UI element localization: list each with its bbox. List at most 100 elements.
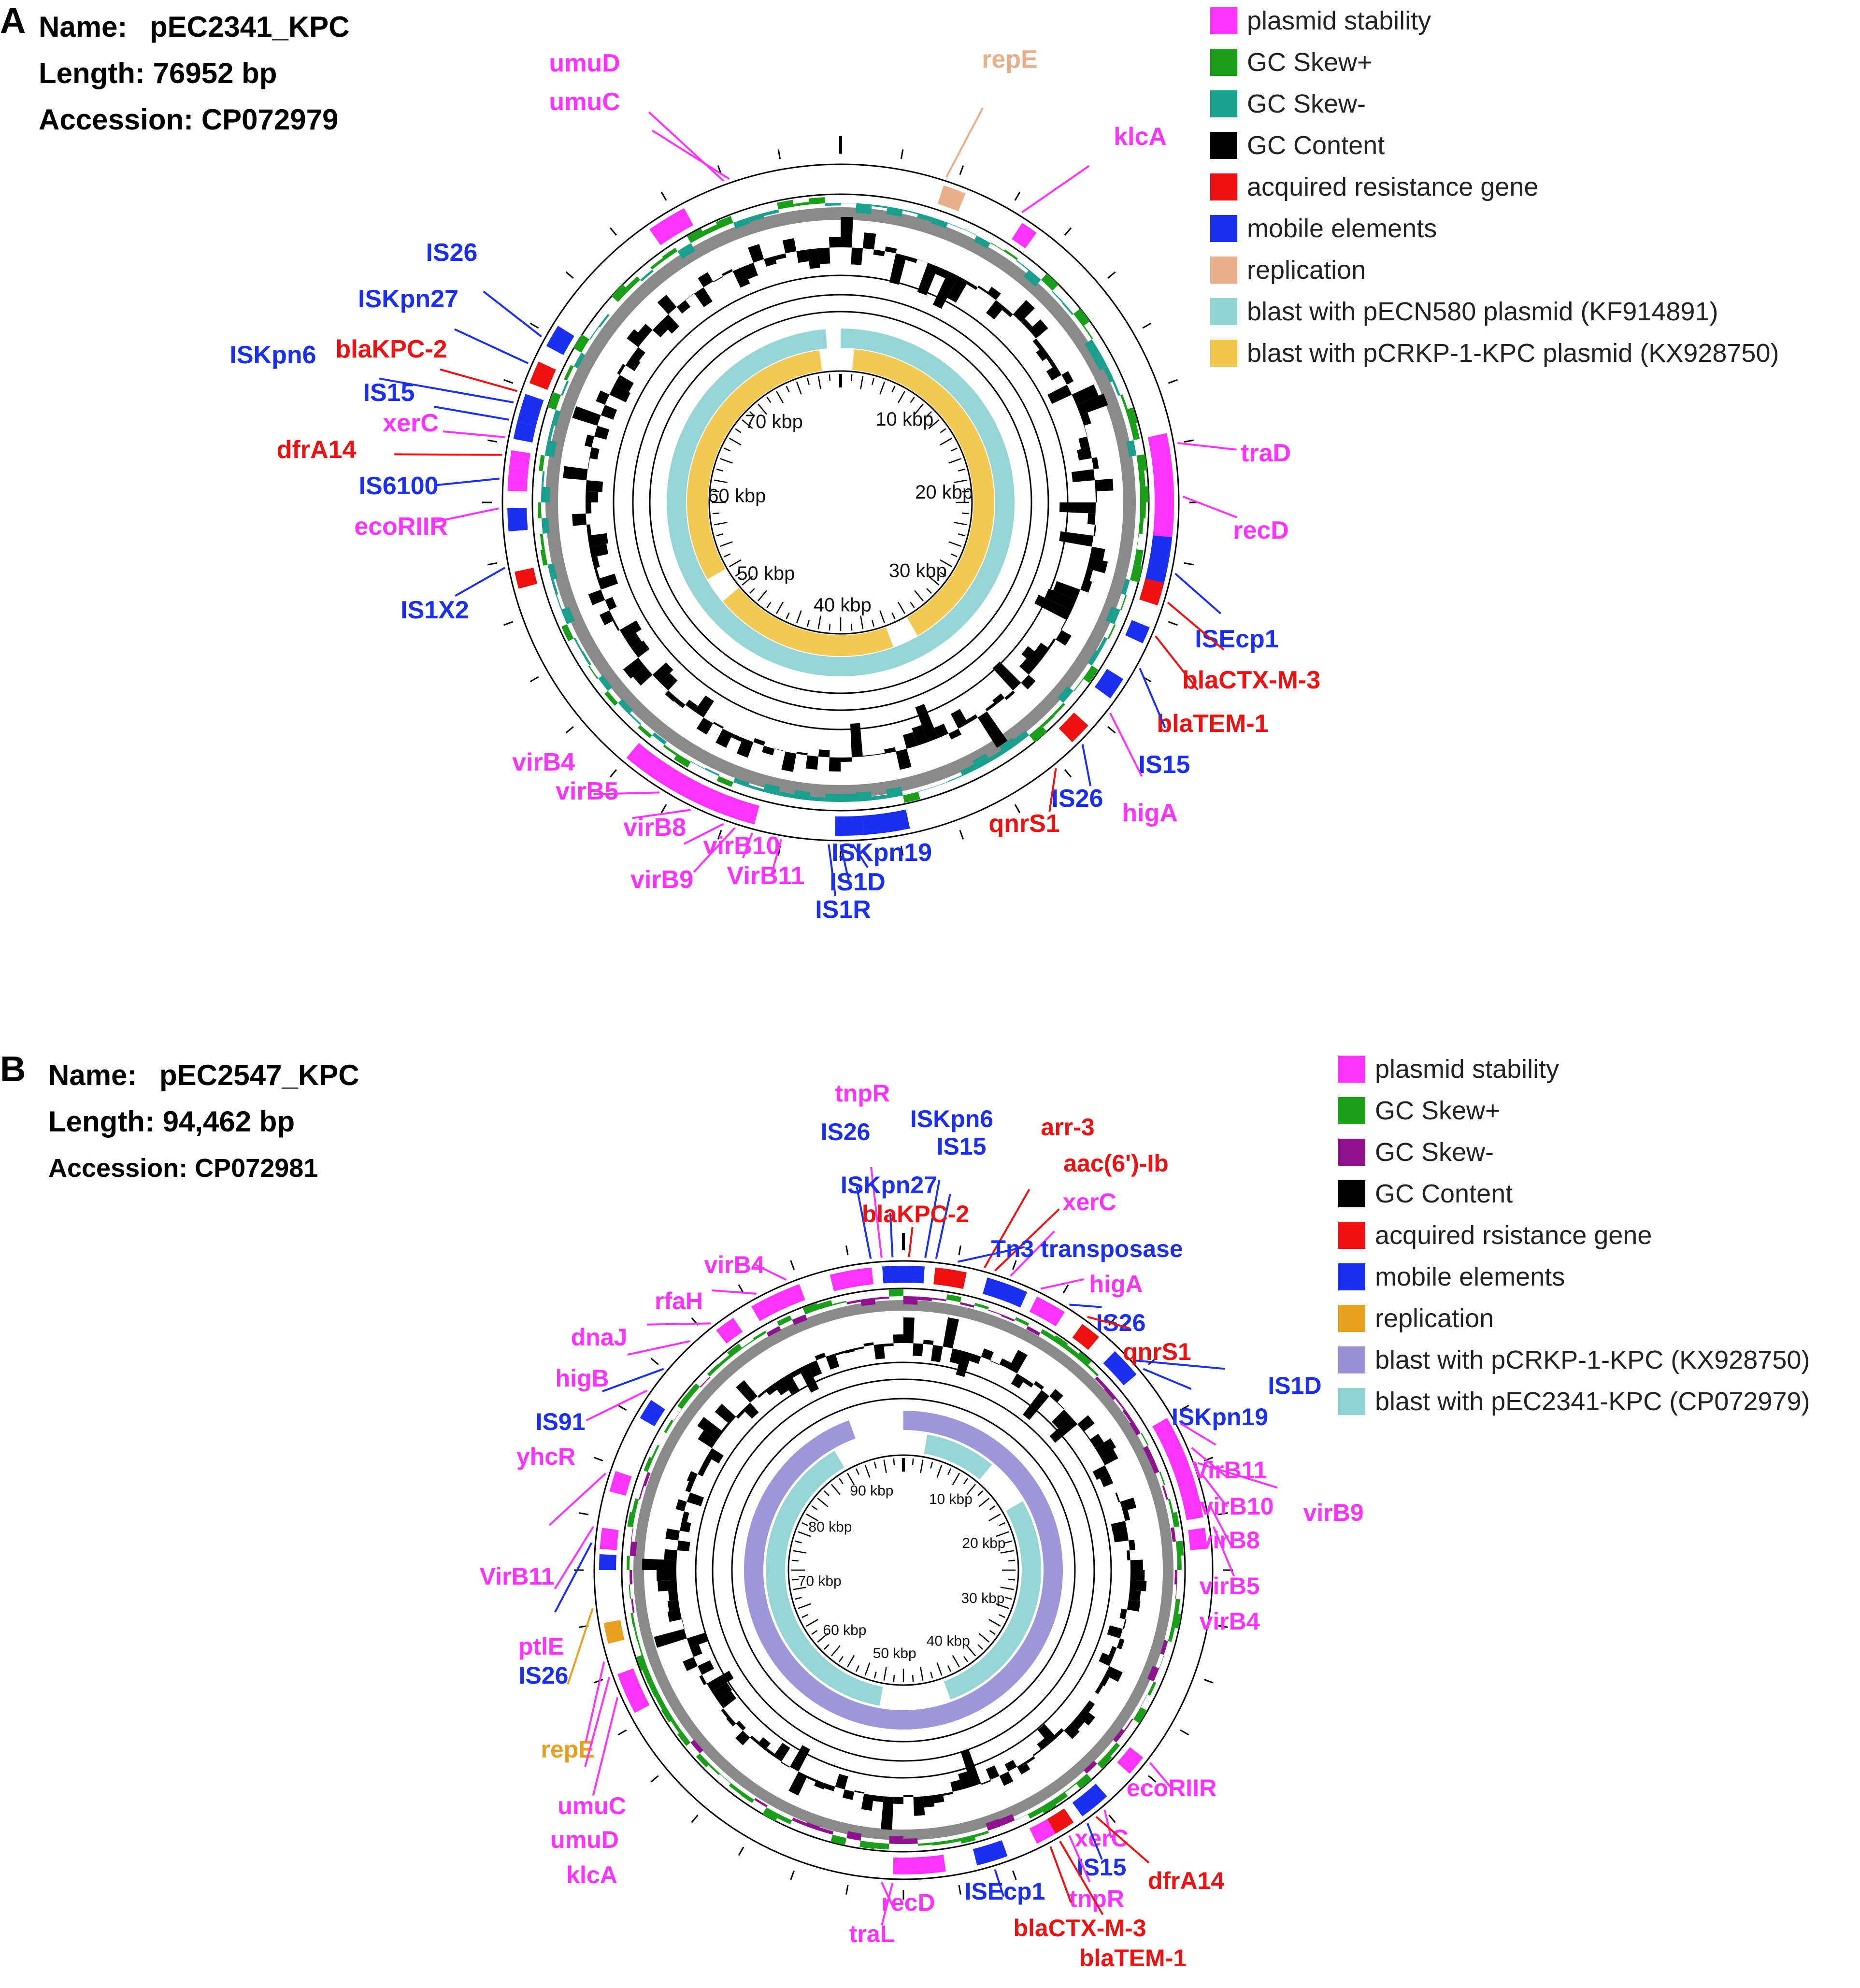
inner-tick — [719, 541, 733, 547]
outer-tick — [717, 830, 722, 840]
gene-label: tnpR — [835, 1080, 890, 1107]
gc-content-bar — [586, 480, 603, 492]
gene-label: ecoRIIR — [354, 513, 448, 541]
gc-skew-bar — [573, 637, 583, 652]
gc-content-bar — [1047, 638, 1056, 649]
track-ring — [731, 1398, 1076, 1743]
gc-content-bar — [687, 1632, 708, 1648]
kbp-label: 80 kbp — [808, 1519, 852, 1535]
gc-skew-bar — [1168, 1499, 1173, 1514]
inner-tick — [961, 490, 969, 493]
gc-skew-bar — [802, 1303, 819, 1315]
gc-skew-bar — [841, 793, 857, 802]
gene-label: IS15 — [363, 379, 415, 407]
gc-content-bar — [1119, 1608, 1127, 1619]
gene-label: blaTEM-1 — [1157, 710, 1268, 738]
kbp-label: 90 kbp — [850, 1483, 893, 1499]
outer-tick — [609, 227, 617, 236]
gc-skew-bar — [902, 209, 918, 215]
inner-tick — [952, 1473, 960, 1485]
gc-content-bar — [1021, 646, 1043, 667]
gc-content-bar — [1087, 558, 1108, 573]
inner-tick — [860, 375, 864, 389]
gc-skew-bar — [677, 1731, 691, 1746]
gc-content-bar — [807, 248, 820, 269]
outer-tick — [900, 149, 904, 159]
gc-content-bar — [1076, 393, 1108, 415]
inner-tick — [786, 612, 790, 619]
gc-skew-bar — [581, 651, 591, 666]
gc-content-bar — [1052, 1409, 1071, 1429]
gc-skew-bar — [626, 1556, 630, 1570]
inner-tick — [872, 620, 875, 627]
legend-swatch — [1210, 7, 1237, 34]
gene-label: umuD — [549, 49, 620, 77]
inner-tick — [735, 572, 742, 577]
gc-skew-bar — [541, 471, 545, 487]
kbp-label: 30 kbp — [961, 1590, 1004, 1606]
gene-label: Tn3 transposase — [991, 1235, 1183, 1262]
blast-hit — [924, 1434, 992, 1480]
gc-content-bar — [773, 1743, 790, 1762]
gc-skew-bar — [1136, 533, 1139, 550]
leader-line — [454, 328, 529, 364]
leader-line — [770, 839, 782, 877]
gc-skew-bar — [733, 777, 750, 787]
gc-content-bar — [599, 610, 615, 626]
gc-content-bar — [1047, 385, 1072, 404]
inner-tick — [914, 590, 924, 601]
inner-tick — [940, 559, 952, 568]
inner-tick — [806, 1618, 818, 1627]
gene-label: virB4 — [1199, 1608, 1259, 1635]
gene-label: IS15 — [937, 1133, 987, 1160]
leader-line — [1109, 712, 1143, 777]
gene-label: tnpR — [1069, 1885, 1124, 1912]
gc-skew-bar — [631, 1527, 634, 1542]
gc-skew-bar — [874, 1842, 889, 1850]
inner-tick — [897, 391, 906, 403]
inner-tick — [766, 397, 772, 403]
inner-tick — [1005, 1597, 1012, 1600]
leader-line — [958, 1246, 1025, 1263]
gc-content-bar — [850, 723, 863, 758]
gc-skew-bar — [627, 1512, 636, 1528]
gc-content-bar — [1130, 1559, 1143, 1570]
gc-skew-bar — [638, 725, 652, 738]
gc-skew-bar — [1160, 1640, 1168, 1655]
gc-content-bar — [881, 1796, 894, 1830]
inner-tick — [798, 1603, 811, 1609]
inner-tick — [798, 1531, 811, 1537]
gc-content-bar — [698, 1660, 715, 1675]
gc-skew-bar — [1097, 637, 1108, 652]
outer-tick — [617, 1729, 627, 1736]
gc-content-bar — [981, 1348, 994, 1360]
gc-content-bar — [1037, 1738, 1050, 1750]
gc-content-bar — [673, 698, 686, 708]
gc-skew-bar — [1138, 518, 1144, 534]
gc-content-bar — [835, 1351, 845, 1356]
blast-hit — [687, 350, 822, 579]
gene-label: IS1D — [830, 868, 886, 896]
leader-line — [1200, 1473, 1228, 1508]
gc-skew-bar — [805, 1822, 820, 1831]
inner-tick — [793, 1587, 807, 1590]
gc-content-bar — [743, 262, 758, 279]
gene-label: virB5 — [1199, 1573, 1259, 1600]
legend-item: blast with pCRKP-1-KPC (KX928750) — [1338, 1339, 1810, 1381]
inner-tick — [714, 479, 728, 483]
gc-skew-bar — [1041, 714, 1055, 728]
gc-content-bar — [613, 620, 620, 631]
gc-skew-bar — [856, 203, 872, 215]
outer-tick — [529, 322, 539, 329]
gc-content-bar — [587, 533, 609, 547]
gc-content-bar — [981, 1780, 991, 1785]
gc-content-bar — [1044, 588, 1076, 611]
inner-tick — [860, 615, 864, 629]
gc-skew-bar — [719, 1773, 731, 1784]
leader-line — [1068, 1835, 1091, 1883]
outer-tick — [487, 439, 498, 443]
gc-content-bar — [631, 640, 650, 658]
legend-label: GC Skew+ — [1247, 48, 1373, 77]
leader-line — [1087, 1823, 1103, 1860]
gc-skew-bar — [960, 1834, 976, 1844]
